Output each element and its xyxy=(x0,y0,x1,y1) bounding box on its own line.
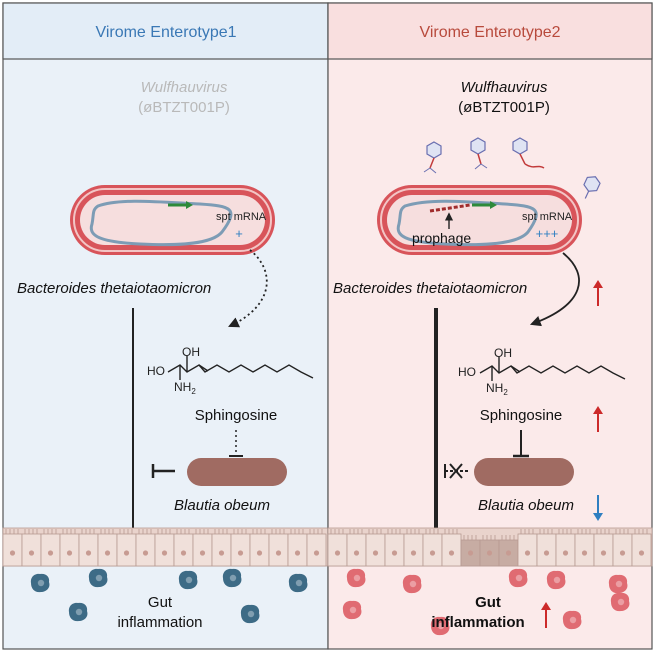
right-ho-label: HO xyxy=(458,365,476,379)
left-nh2-label: NH2 xyxy=(174,380,196,396)
immune-cell xyxy=(508,568,528,588)
immune-cell xyxy=(346,568,366,588)
prophage-label: prophage xyxy=(412,230,471,246)
left-sphingosine-structure: OH HO NH2 xyxy=(147,345,314,396)
immune-cell xyxy=(178,570,198,590)
right-bacterium: prophage spt mRNA +++ xyxy=(377,185,582,255)
immune-cell xyxy=(222,568,242,588)
immune-cell xyxy=(30,573,50,593)
immune-cell xyxy=(88,568,108,588)
left-mrna-label: spt mRNA xyxy=(216,211,267,223)
left-virus-name: Wulfhauvirus xyxy=(141,79,228,96)
phage-icon xyxy=(583,176,601,199)
right-mrna-label: spt mRNA xyxy=(522,211,573,223)
phage-icon xyxy=(512,137,545,169)
immune-cell xyxy=(402,574,422,594)
immune-cell xyxy=(240,604,260,624)
right-curved-arrow xyxy=(529,252,580,327)
phage-icon xyxy=(423,141,442,174)
left-outcome-line2: inflammation xyxy=(117,614,202,631)
left-target-bacterium-label: Blautia obeum xyxy=(174,497,270,514)
left-metabolite-label: Sphingosine xyxy=(195,407,278,424)
immune-cell xyxy=(608,574,628,594)
left-epithelium xyxy=(2,527,329,567)
left-mrna-level: + xyxy=(235,226,243,241)
left-bacterium: spt mRNA + xyxy=(70,185,275,255)
left-panel: Virome Enterotype1 Wulfhauvirus (øBTZT00… xyxy=(2,2,329,650)
immune-cell xyxy=(288,573,308,593)
right-chromosome xyxy=(396,199,538,247)
right-header-title: Virome Enterotype2 xyxy=(419,24,560,41)
left-immune-cells xyxy=(30,568,308,624)
right-bacterium-label: Bacteroides thetaiotaomicron xyxy=(333,280,527,297)
right-virus-name: Wulfhauvirus xyxy=(461,79,548,96)
right-epithelium xyxy=(327,527,653,567)
immune-cell xyxy=(610,592,630,612)
left-header-bg xyxy=(2,2,329,60)
left-blautia-cell xyxy=(187,458,287,486)
immune-cell xyxy=(68,602,88,622)
right-mrna-level: +++ xyxy=(536,226,559,241)
right-header-bg xyxy=(327,2,653,60)
immune-cell xyxy=(562,610,582,630)
phage-icon xyxy=(470,137,488,170)
left-oh-label: OH xyxy=(182,345,200,359)
immune-cell xyxy=(546,570,566,590)
right-blautia-cell xyxy=(474,458,574,486)
right-oh-label: OH xyxy=(494,346,512,360)
immune-cell xyxy=(342,600,362,620)
right-metabolite-label: Sphingosine xyxy=(480,407,563,424)
left-header-title: Virome Enterotype1 xyxy=(95,24,236,41)
left-outcome-line1: Gut xyxy=(148,594,173,611)
immune-cell xyxy=(430,616,450,636)
left-ho-label: HO xyxy=(147,364,165,378)
right-outcome-line1: Gut xyxy=(475,594,501,611)
right-immune-cells xyxy=(342,568,630,636)
right-outcome-line2: inflammation xyxy=(431,614,524,631)
left-virus-id: (øBTZT001P) xyxy=(138,99,230,116)
right-virus-id: (øBTZT001P) xyxy=(458,99,550,116)
right-panel: Virome Enterotype2 Wulfhauvirus (øBTZT00… xyxy=(327,2,653,650)
right-nh2-label: NH2 xyxy=(486,381,508,397)
left-chromosome xyxy=(89,199,233,247)
right-sphingosine-structure: OH HO NH2 xyxy=(458,346,626,397)
left-bacterium-label: Bacteroides thetaiotaomicron xyxy=(17,280,211,297)
right-target-bacterium-label: Blautia obeum xyxy=(478,497,574,514)
